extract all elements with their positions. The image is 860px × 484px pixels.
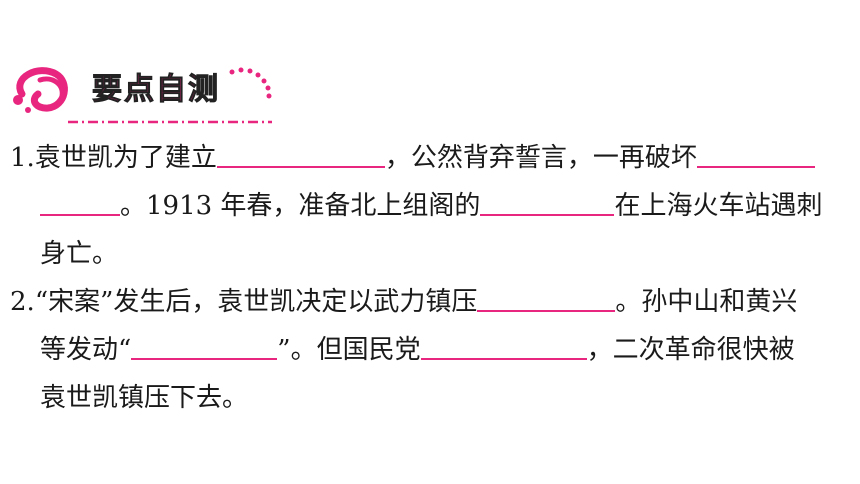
- question-1-line-1: 1.袁世凯为了建立 ，公然背弃誓言，一再破坏: [10, 140, 815, 176]
- question-1-line-3: 身亡。: [40, 236, 118, 272]
- question-2-blank-1[interactable]: [477, 284, 616, 312]
- question-2-blank-2[interactable]: [131, 332, 278, 360]
- question-2-line-2: 等发动“ ”。但国民党 ，二次革命很快被: [40, 332, 795, 368]
- question-1-text-b: ，公然背弃誓言，一再破坏: [384, 143, 697, 173]
- question-2-blank-3[interactable]: [420, 332, 587, 360]
- question-1-number: 1.: [10, 143, 35, 173]
- question-1-blank-2-end[interactable]: [40, 188, 120, 216]
- question-1-text-d: 在上海火车站遇刺: [614, 191, 823, 221]
- question-1-text-e: 身亡。: [40, 239, 119, 269]
- question-2-text-f: 袁世凯镇压下去。: [40, 383, 249, 413]
- question-2-text-b: 。孙中山和黄兴: [615, 287, 798, 317]
- question-1-blank-2-start[interactable]: [696, 140, 815, 168]
- question-1-blank-1[interactable]: [216, 140, 385, 168]
- question-1-text-a: 袁世凯为了建立: [34, 143, 217, 173]
- question-2-text-a: “宋案”发生后，袁世凯决定以武力镇压: [34, 287, 478, 317]
- question-2-line-1: 2.“宋案”发生后，袁世凯决定以武力镇压 。孙中山和黄兴: [10, 284, 797, 320]
- question-2-text-d: ”。但国民党: [277, 335, 421, 365]
- question-2-text-c: 等发动“: [40, 335, 132, 365]
- section-header: 要点自测: [10, 60, 280, 132]
- question-1-text-c: 。1913 年春，准备北上组阁的: [120, 191, 481, 221]
- question-2-text-e: ，二次革命很快被: [586, 335, 795, 365]
- question-2-line-3: 袁世凯镇压下去。: [40, 380, 248, 416]
- section-header-decoration-icon: [13, 67, 272, 124]
- section-title: 要点自测: [92, 72, 220, 108]
- question-1-blank-3[interactable]: [480, 188, 615, 216]
- question-2-number: 2.: [10, 287, 35, 317]
- question-1-line-2: 。1913 年春，准备北上组阁的 在上海火车站遇刺: [40, 188, 822, 224]
